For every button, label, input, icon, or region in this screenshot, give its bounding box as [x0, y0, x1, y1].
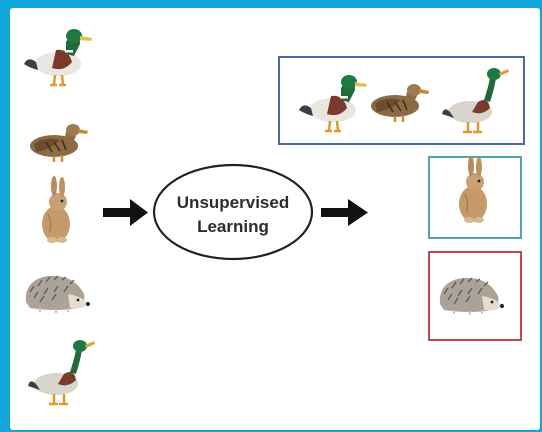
left-arrow-icon — [103, 199, 148, 226]
rabbits-cluster — [429, 156, 521, 238]
unsupervised-learning-node: Unsupervised Learning — [154, 165, 312, 259]
cluster-duck-2 — [371, 84, 429, 122]
duck-image-1 — [24, 29, 92, 85]
hedgehogs-cluster — [429, 252, 521, 340]
right-arrow-icon — [321, 199, 368, 226]
duck-image-3 — [28, 340, 95, 404]
ducks-cluster — [279, 57, 524, 144]
node-label-line1: Unsupervised — [177, 193, 289, 212]
duck-image-2 — [30, 124, 88, 162]
cluster-hedgehog — [440, 278, 504, 315]
cluster-rabbit — [459, 156, 487, 223]
cluster-duck-1 — [299, 75, 367, 131]
hedgehog-image — [26, 276, 90, 313]
rabbit-image — [42, 176, 70, 243]
node-label-line2: Learning — [197, 217, 269, 236]
cluster-duck-3 — [442, 68, 509, 132]
